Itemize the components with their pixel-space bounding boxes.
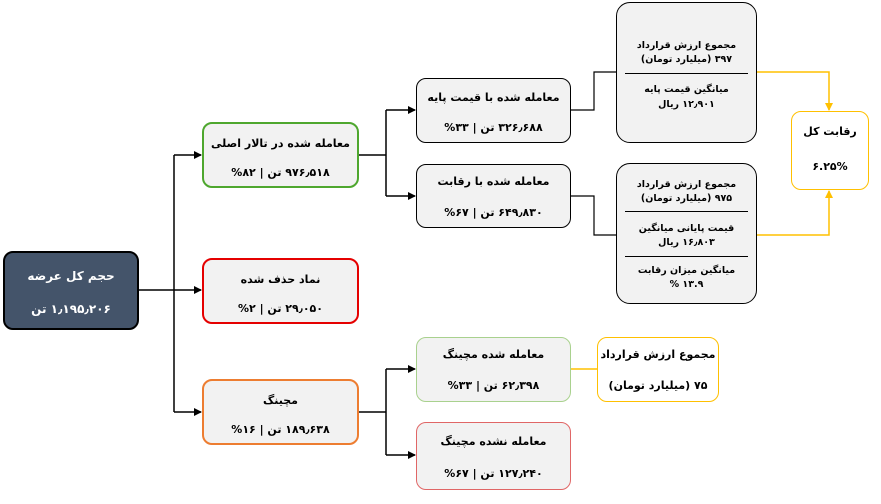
mechanig-traded-label: معامله شده مچینگ <box>442 348 545 361</box>
root-label: حجم کل عرضه <box>27 269 115 283</box>
total-rivalry-box: رقابت کل ۶.۲۵% <box>791 111 869 190</box>
gold-connectors <box>571 71 833 370</box>
comp-contract-label: مجموع ارزش قرارداد <box>636 179 737 190</box>
base-contract-label: مجموع ارزش قرارداد <box>636 40 737 51</box>
base-price-value: ۳۲۶٫۶۸۸ تن | ۳۳% <box>444 121 543 134</box>
mechanig-not-traded-box: معامله نشده مچینگ ۱۲۷٫۲۴۰ تن | ۶۷% <box>416 422 571 490</box>
base-detail-divider <box>625 73 748 74</box>
comp-rivalry-label: میانگین میزان رقابت <box>637 265 736 276</box>
base-price-label: معامله شده با قیمت پایه <box>427 91 560 104</box>
mechanig-connectors <box>359 365 416 459</box>
detail-connectors <box>571 71 616 236</box>
mechanig-traded-box: معامله شده مچینگ ۶۲٫۳۹۸ تن | ۳۳% <box>416 337 571 402</box>
root-connectors <box>139 151 202 416</box>
main-hall-value: ۹۷۶٫۵۱۸ تن | ۸۲% <box>231 166 330 179</box>
root-value: ۱٫۱۹۵٫۲۰۶ تن <box>31 302 111 316</box>
competition-label: معامله شده با رقابت <box>437 175 550 188</box>
comp-final-value: ۱۶٫۸۰۳ ریال <box>658 237 715 248</box>
comp-detail-divider-2 <box>625 256 748 257</box>
competition-box: معامله شده با رقابت ۶۴۹٫۸۳۰ تن | ۶۷% <box>416 164 571 228</box>
comp-contract-value: ۹۷۵ (میلیارد تومان) <box>640 193 733 204</box>
comp-rivalry-value: ۱۳.۹ % <box>669 279 704 290</box>
total-rivalry-value: ۶.۲۵% <box>812 160 848 173</box>
mechanig-contract-label: مجموع ارزش قرارداد <box>600 348 716 361</box>
removed-symbol-box: نماد حذف شده ۲۹٫۰۵۰ تن | ۲% <box>202 258 359 324</box>
mechanig-contract-box: مجموع ارزش قرارداد ۷۵ (میلیارد تومان) <box>597 337 719 402</box>
main-hall-label: معامله شده در تالار اصلی <box>211 137 350 150</box>
removed-label: نماد حذف شده <box>240 273 321 286</box>
competition-detail-box: مجموع ارزش قرارداد ۹۷۵ (میلیارد تومان) ق… <box>616 163 757 304</box>
mechanig-box: مچینگ ۱۸۹٫۶۳۸ تن | ۱۶% <box>202 379 359 445</box>
base-avg-value: ۱۲٫۹۰۱ ریال <box>658 99 715 110</box>
comp-final-label: قیمت پایانی میانگین <box>638 223 735 234</box>
base-avg-label: میانگین قیمت پایه <box>644 84 729 95</box>
mechanig-contract-value: ۷۵ (میلیارد تومان) <box>608 379 708 392</box>
mechanig-not-traded-label: معامله نشده مچینگ <box>440 435 547 448</box>
mechanig-value: ۱۸۹٫۶۳۸ تن | ۱۶% <box>231 423 330 436</box>
competition-value: ۶۴۹٫۸۳۰ تن | ۶۷% <box>444 206 543 219</box>
removed-value: ۲۹٫۰۵۰ تن | ۲% <box>238 302 323 315</box>
total-rivalry-label: رقابت کل <box>803 125 857 138</box>
mechanig-not-traded-value: ۱۲۷٫۲۴۰ تن | ۶۷% <box>444 467 543 480</box>
main-hall-connectors <box>359 106 416 200</box>
base-price-box: معامله شده با قیمت پایه ۳۲۶٫۶۸۸ تن | ۳۳% <box>416 78 571 143</box>
mechanig-label: مچینگ <box>263 394 298 407</box>
root-total-supply-box: حجم کل عرضه ۱٫۱۹۵٫۲۰۶ تن <box>3 251 139 330</box>
comp-detail-divider-1 <box>625 211 748 212</box>
base-contract-value: ۳۹۷ (میلیارد تومان) <box>640 54 733 65</box>
mechanig-traded-value: ۶۲٫۳۹۸ تن | ۳۳% <box>447 379 540 392</box>
main-hall-box: معامله شده در تالار اصلی ۹۷۶٫۵۱۸ تن | ۸۲… <box>202 122 359 188</box>
base-price-detail-box: مجموع ارزش قرارداد ۳۹۷ (میلیارد تومان) م… <box>616 2 757 143</box>
